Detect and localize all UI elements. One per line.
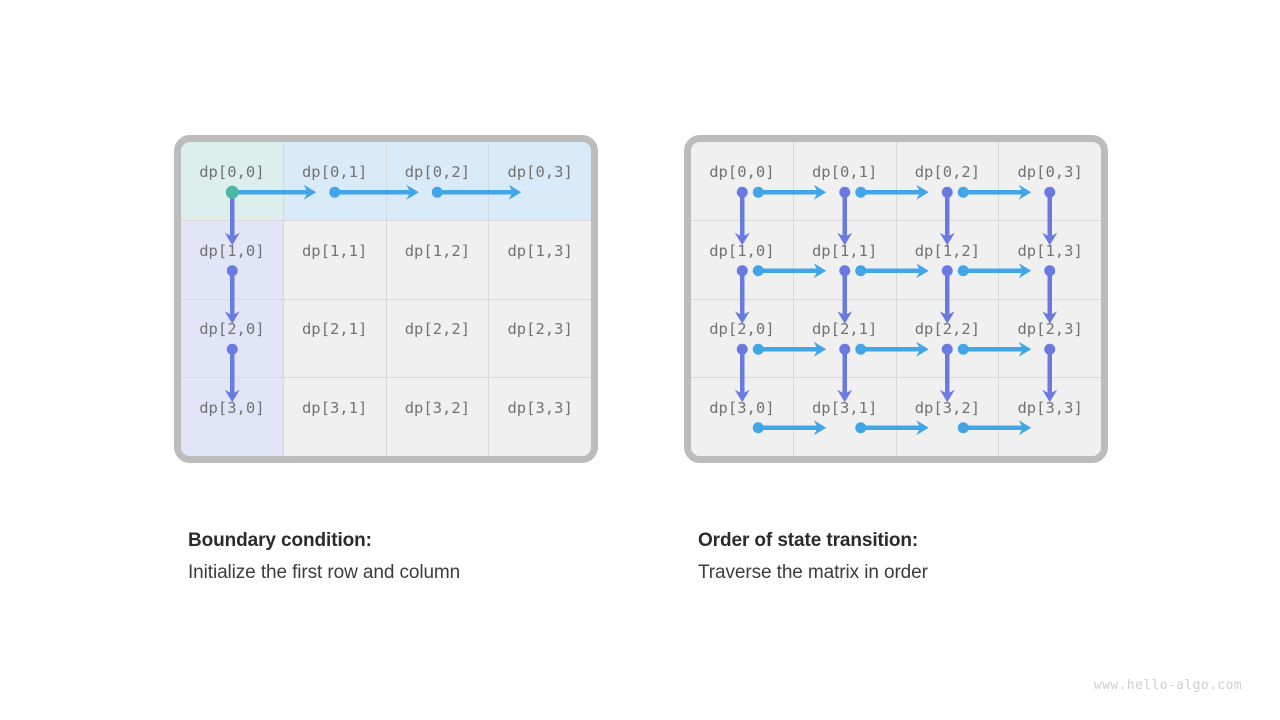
dp-cell-label: dp[2,0]: [199, 320, 265, 339]
dp-cell: dp[0,1]: [283, 142, 386, 220]
dp-cell-label: dp[2,2]: [914, 320, 981, 339]
dp-grid-cells: dp[0,0] dp[0,1] dp[0,2] dp[0,3] dp[1,0] dp[1,…: [691, 142, 1101, 456]
dp-cell-label: dp[0,2]: [404, 162, 471, 181]
dp-cell: dp[0,2]: [896, 142, 999, 220]
dp-cell: dp[1,3]: [999, 220, 1101, 299]
dp-cell: dp[0,1]: [793, 142, 896, 220]
caption-state-transition-order: Order of state transition: Traverse the …: [698, 530, 928, 584]
dp-cell: dp[0,3]: [999, 142, 1101, 220]
dp-cell-label: dp[2,3]: [507, 320, 573, 339]
dp-cell-label: dp[1,0]: [709, 241, 775, 260]
dp-cell: dp[2,3]: [999, 299, 1101, 378]
caption-subtitle: Initialize the first row and column: [188, 562, 461, 583]
dp-cell: dp[3,2]: [386, 378, 489, 456]
caption-title: Boundary condition:: [188, 530, 372, 551]
dp-cell: dp[3,0]: [691, 378, 793, 456]
dp-cell: dp[1,2]: [896, 220, 999, 299]
dp-cell: dp[2,3]: [489, 299, 591, 378]
dp-cell: dp[1,0]: [181, 220, 283, 299]
dp-cell-label: dp[3,0]: [199, 399, 265, 418]
dp-cell-label: dp[3,1]: [301, 399, 368, 418]
dp-cell: dp[3,3]: [489, 378, 591, 456]
dp-cell: dp[1,2]: [386, 220, 489, 299]
dp-cell: dp[2,1]: [283, 299, 386, 378]
dp-cell: dp[1,0]: [691, 220, 793, 299]
dp-cell: dp[0,3]: [489, 142, 591, 220]
dp-cell: dp[2,0]: [691, 299, 793, 378]
dp-cell-label: dp[1,3]: [1017, 241, 1083, 260]
dp-cell-label: dp[2,1]: [811, 320, 878, 339]
dp-cell-label: dp[3,1]: [811, 399, 878, 418]
dp-cell: dp[3,1]: [283, 378, 386, 456]
dp-cell-label: dp[3,3]: [507, 399, 573, 418]
dp-cell-label: dp[1,1]: [301, 241, 368, 260]
dp-cell-label: dp[3,2]: [914, 399, 981, 418]
dp-cell-label: dp[0,1]: [811, 162, 878, 181]
dp-cell-label: dp[0,0]: [199, 162, 265, 181]
dp-cell: dp[0,0]: [181, 142, 283, 220]
caption-subtitle: Traverse the matrix in order: [698, 562, 928, 583]
caption-title: Order of state transition:: [698, 530, 919, 551]
dp-cell-label: dp[2,1]: [301, 320, 368, 339]
dp-cell-label: dp[0,2]: [914, 162, 981, 181]
dp-cell: dp[2,0]: [181, 299, 283, 378]
dp-cell-label: dp[0,3]: [507, 162, 573, 181]
dp-cell-label: dp[1,1]: [811, 241, 878, 260]
dp-cell-label: dp[1,2]: [914, 241, 981, 260]
dp-grid-boundary-condition: dp[0,0] dp[0,1] dp[0,2] dp[0,3] dp[1,0] dp[1,…: [174, 135, 598, 463]
watermark: www.hello-algo.com: [1093, 678, 1242, 693]
dp-grid-cells: dp[0,0] dp[0,1] dp[0,2] dp[0,3] dp[1,0] dp[1,…: [181, 142, 591, 456]
dp-grid-state-transition-order: dp[0,0] dp[0,1] dp[0,2] dp[0,3] dp[1,0] dp[1,…: [684, 135, 1108, 463]
dp-cell: dp[2,1]: [793, 299, 896, 378]
dp-cell-label: dp[0,3]: [1017, 162, 1083, 181]
dp-cell: dp[3,1]: [793, 378, 896, 456]
dp-cell-label: dp[2,3]: [1017, 320, 1083, 339]
dp-cell: dp[1,1]: [793, 220, 896, 299]
dp-cell-label: dp[1,2]: [404, 241, 471, 260]
dp-cell-label: dp[3,0]: [709, 399, 775, 418]
dp-cell: dp[3,3]: [999, 378, 1101, 456]
dp-cell: dp[2,2]: [386, 299, 489, 378]
dp-cell: dp[3,0]: [181, 378, 283, 456]
dp-cell-label: dp[1,0]: [199, 241, 265, 260]
dp-cell-label: dp[0,0]: [709, 162, 775, 181]
dp-cell: dp[1,1]: [283, 220, 386, 299]
dp-cell: dp[0,0]: [691, 142, 793, 220]
dp-cell-label: dp[3,2]: [404, 399, 471, 418]
dp-cell-label: dp[2,2]: [404, 320, 471, 339]
dp-cell-label: dp[2,0]: [709, 320, 775, 339]
dp-cell-label: dp[1,3]: [507, 241, 573, 260]
dp-cell: dp[1,3]: [489, 220, 591, 299]
caption-boundary-condition: Boundary condition: Initialize the first…: [188, 530, 460, 584]
dp-cell: dp[3,2]: [896, 378, 999, 456]
dp-cell-label: dp[0,1]: [301, 162, 368, 181]
dp-cell: dp[0,2]: [386, 142, 489, 220]
dp-cell: dp[2,2]: [896, 299, 999, 378]
dp-cell-label: dp[3,3]: [1017, 399, 1083, 418]
